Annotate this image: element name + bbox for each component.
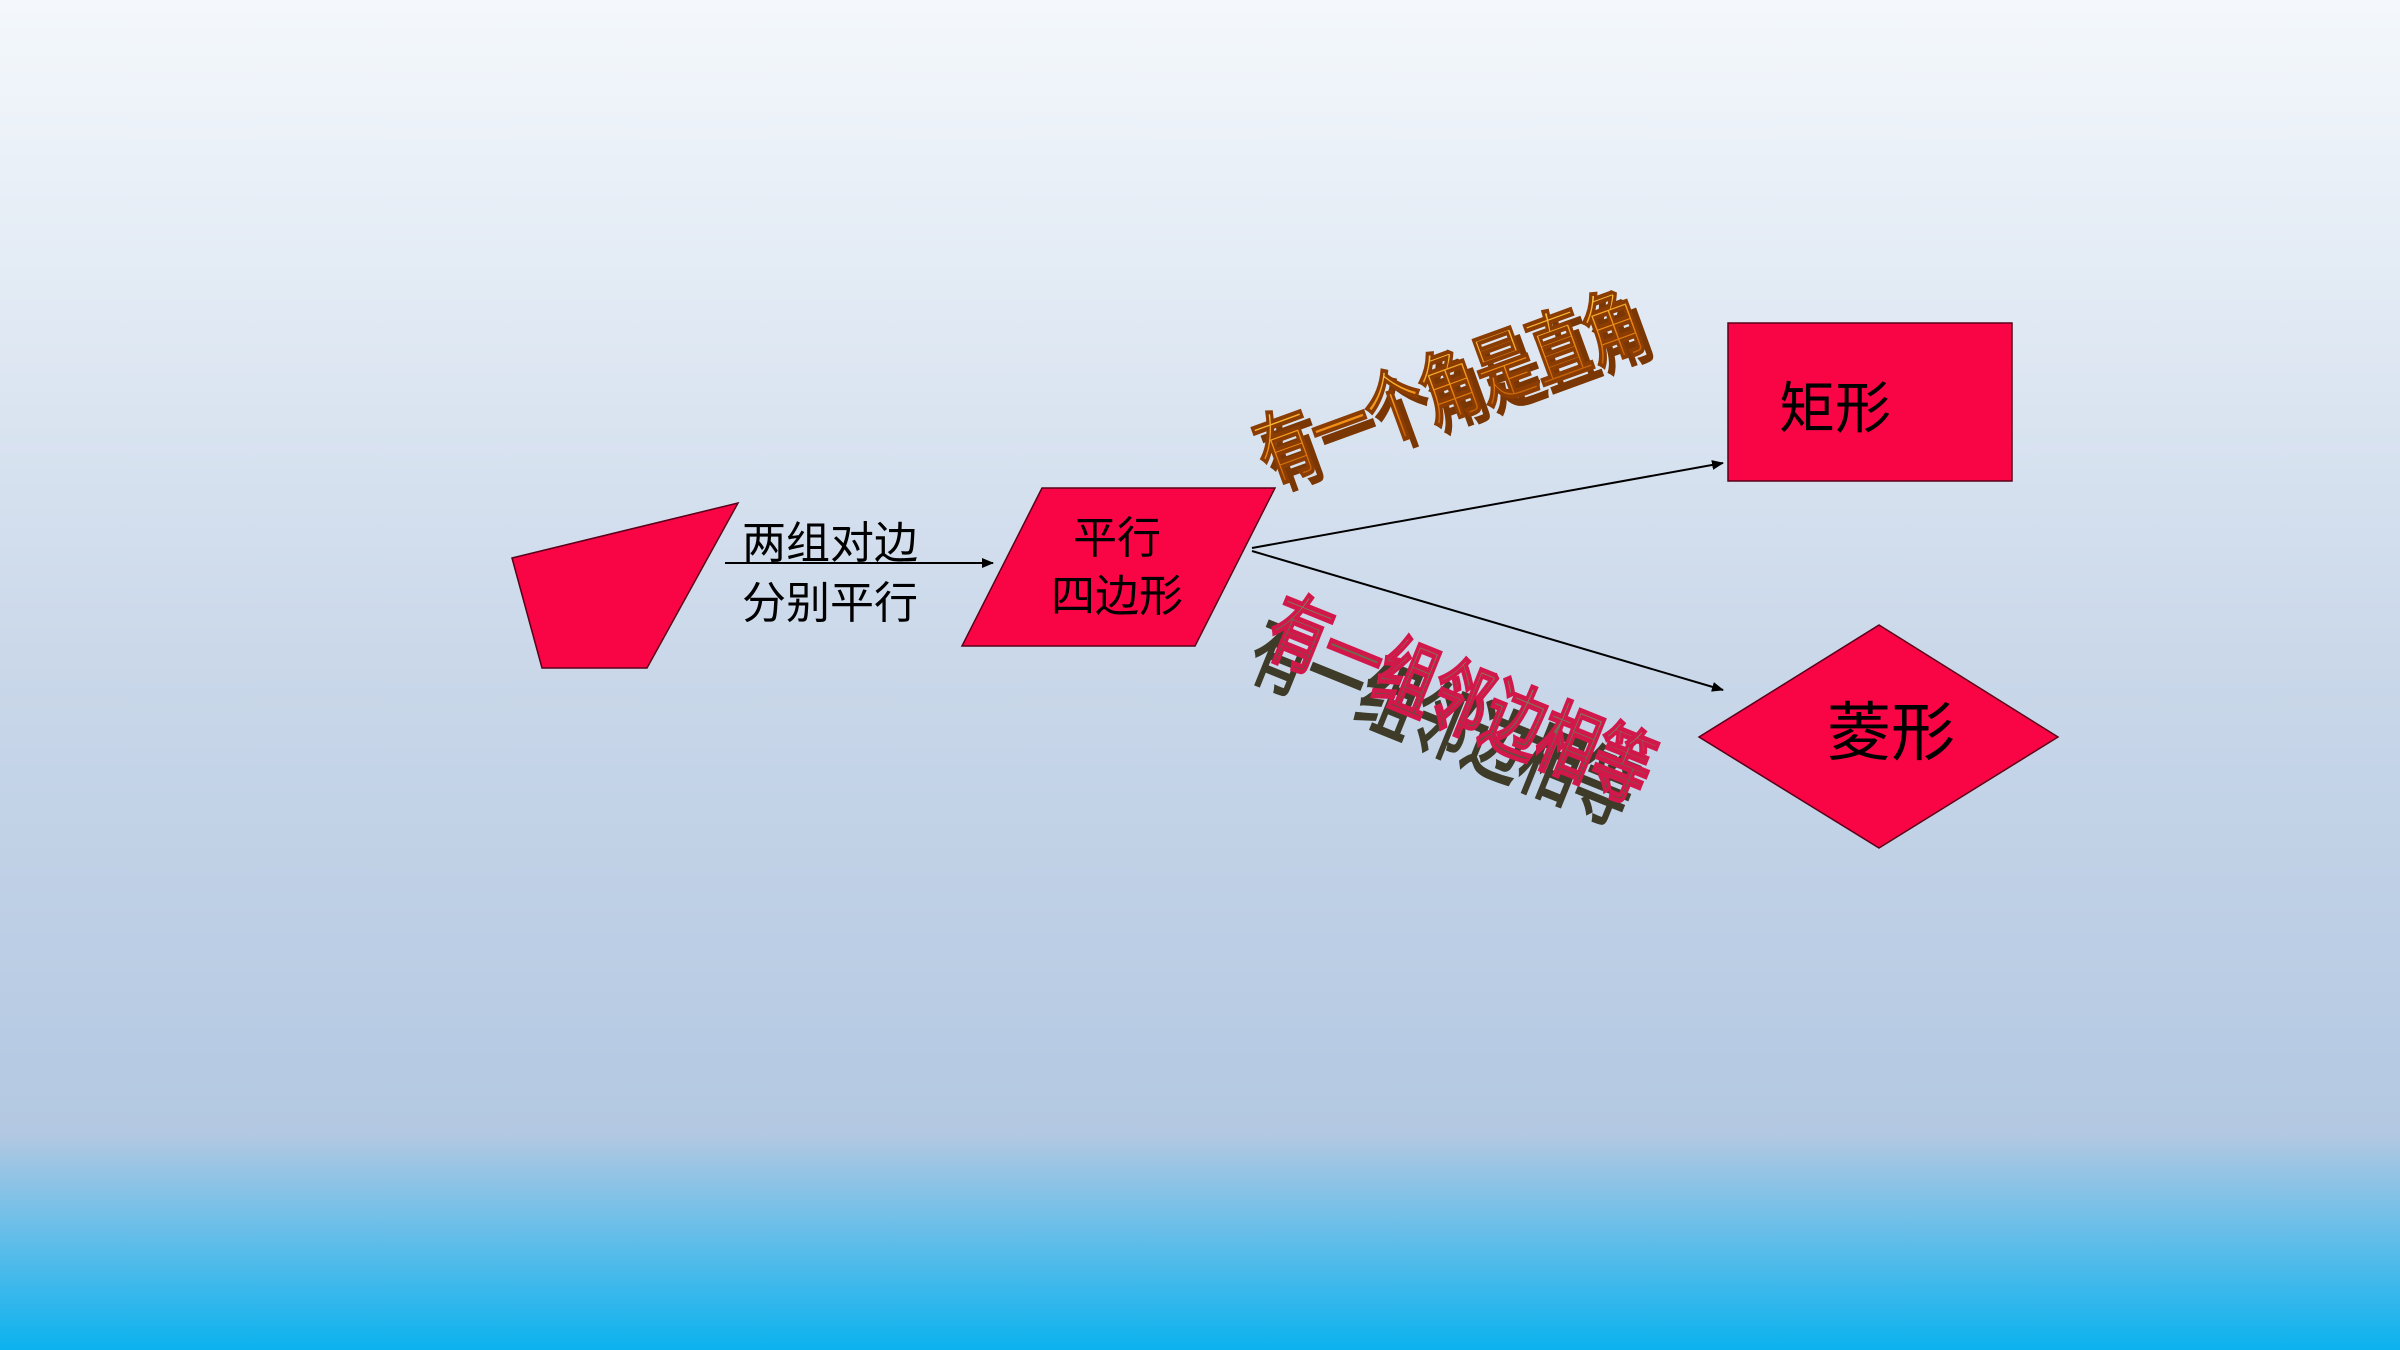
rectangle-shape — [1727, 322, 2013, 482]
rhombus-label: 菱形 — [1827, 697, 1955, 771]
parallelogram-label-line2: 四边形 — [1051, 571, 1183, 622]
condition-adjacent-sides-wordart: 有一组邻边相等 有一组邻边相等 — [1237, 580, 1668, 843]
parallelogram-shape — [960, 487, 1277, 647]
rhombus-shape — [1697, 624, 2060, 849]
rectangle-label: 矩形 — [1779, 377, 1891, 442]
arrow-to-rectangle — [1251, 460, 1724, 549]
quadrilateral-shape — [511, 501, 740, 669]
parallelogram-label-line1: 平行 — [1073, 513, 1161, 564]
condition-right-angle-wordart: 有一个角是直角 有一个角是直角 — [1243, 275, 1666, 508]
edge-label-line2: 分别平行 — [742, 578, 918, 629]
arrow-to-rhombus — [1251, 550, 1724, 692]
edge-label-line1: 两组对边 — [742, 518, 918, 569]
